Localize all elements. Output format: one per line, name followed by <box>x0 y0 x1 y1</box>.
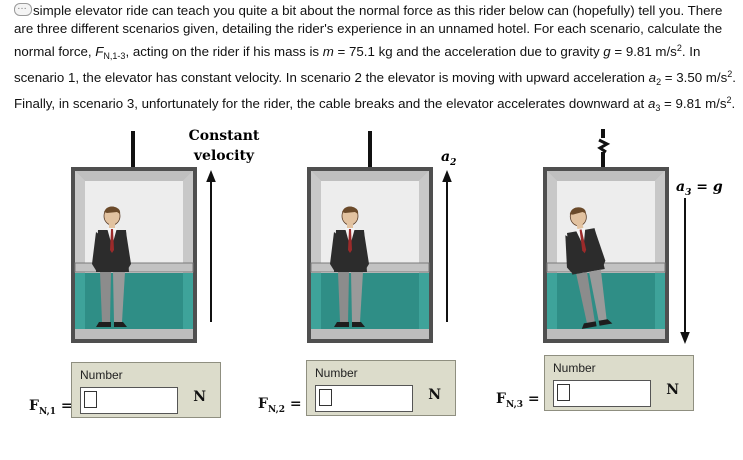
broken-cable <box>597 129 611 167</box>
a2-label: a2 <box>441 149 456 168</box>
number-label: Number <box>553 361 596 375</box>
answer-box-3: Number N <box>544 355 694 411</box>
unit-label: N <box>428 387 441 403</box>
answer-box-1: Number N <box>71 362 221 418</box>
cable-2 <box>368 131 372 167</box>
number-label: Number <box>315 366 358 380</box>
unit-label: N <box>666 382 679 398</box>
elevator-cab-2 <box>306 166 434 344</box>
number-field-2[interactable] <box>315 385 413 412</box>
normal-force-1-label: FN,1 = <box>29 398 73 417</box>
number-input-2[interactable] <box>319 389 332 406</box>
constant-velocity-label-1: Constant <box>189 128 260 144</box>
constant-velocity-label-2: velocity <box>193 148 255 164</box>
normal-force-2-label: FN,2 = <box>258 396 302 415</box>
answer-box-2: Number N <box>306 360 456 416</box>
number-input-1[interactable] <box>84 391 97 408</box>
problem-statement: simple elevator ride can teach you quite… <box>14 0 736 117</box>
comment-icon[interactable] <box>14 0 32 16</box>
number-label: Number <box>80 368 123 382</box>
number-field-1[interactable] <box>80 387 178 414</box>
cable-1 <box>131 131 135 167</box>
unit-label: N <box>193 389 206 405</box>
elevator-cab-1 <box>70 166 198 344</box>
number-input-3[interactable] <box>557 384 570 401</box>
number-field-3[interactable] <box>553 380 651 407</box>
a3-label: a3 = g <box>676 179 723 198</box>
normal-force-3-label: FN,3 = <box>496 391 540 410</box>
